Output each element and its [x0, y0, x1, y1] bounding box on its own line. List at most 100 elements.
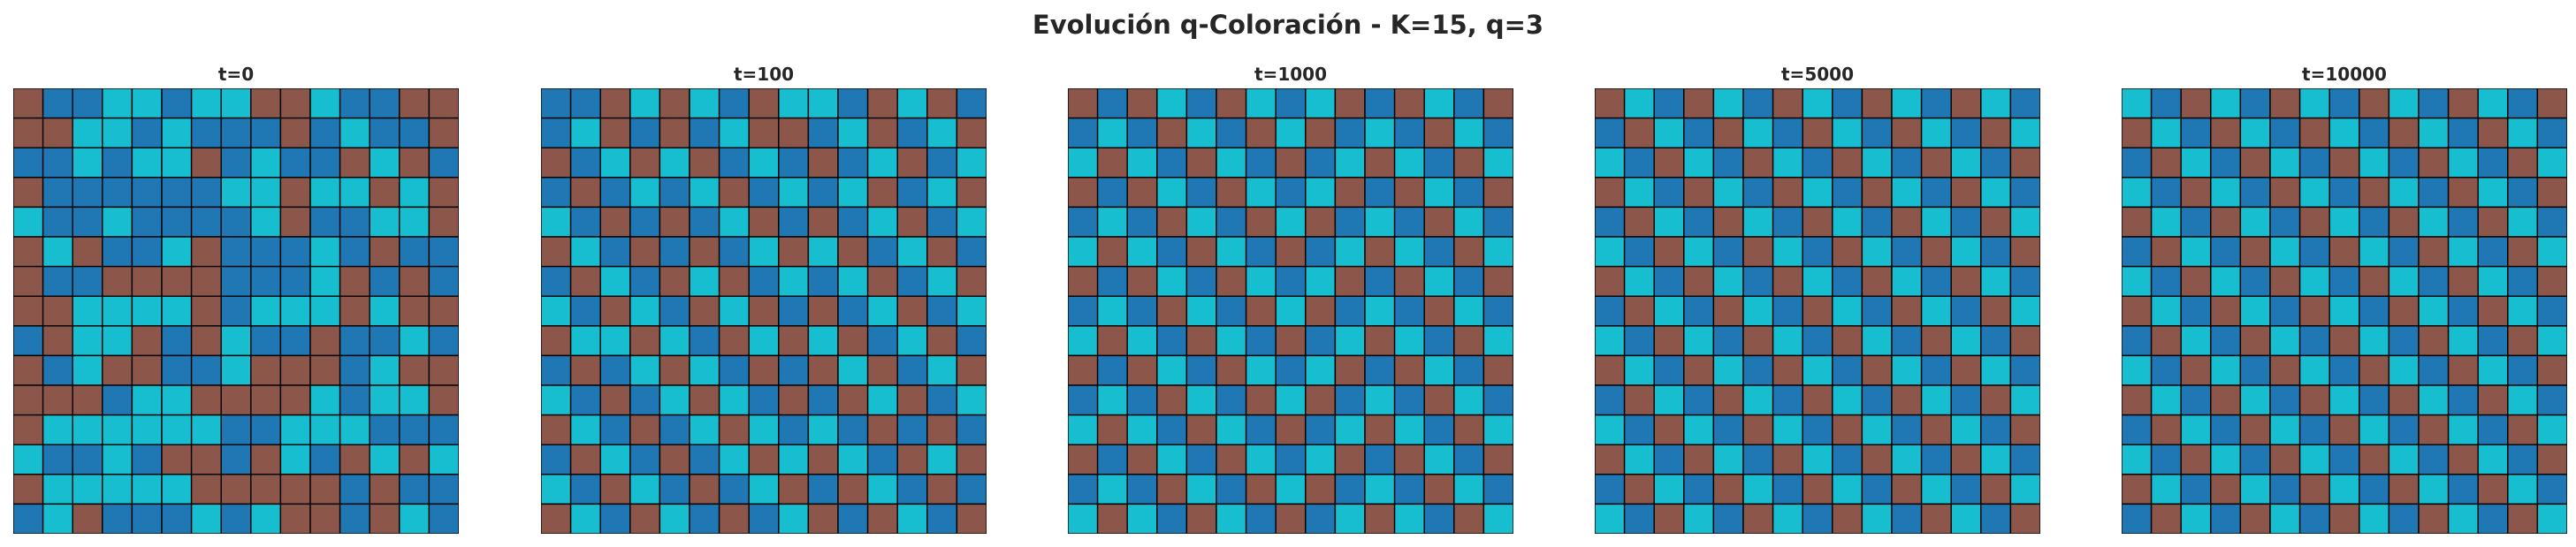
grid-cell	[2536, 384, 2567, 416]
grid-cell	[629, 295, 661, 327]
grid-cell	[926, 503, 958, 534]
grid-cell	[1423, 354, 1455, 386]
grid-cell	[1156, 325, 1188, 357]
grid-cell	[718, 474, 750, 505]
grid-cell	[2298, 177, 2330, 209]
grid-cell	[190, 384, 222, 416]
grid-cell	[428, 117, 459, 148]
grid-cell	[1423, 88, 1455, 119]
grid-cell	[1920, 474, 1952, 505]
grid-cell	[2536, 177, 2567, 209]
grid-cell	[1653, 206, 1685, 238]
grid-cell	[599, 265, 631, 297]
grid-cell	[718, 414, 750, 445]
grid-cell	[2298, 147, 2330, 179]
grid-cell	[72, 444, 103, 475]
grid-cell	[1980, 177, 2012, 209]
grid-cell	[1595, 265, 1626, 297]
grid-cell	[1068, 177, 1099, 209]
grid-cell	[1832, 177, 1863, 209]
grid-cell	[2536, 474, 2567, 505]
grid-cell	[1334, 384, 1366, 416]
grid-cell	[629, 265, 661, 297]
grid-cell	[629, 177, 661, 209]
grid-cell	[2328, 265, 2360, 297]
grid-cell	[1653, 474, 1685, 505]
grid-cell	[837, 474, 869, 505]
grid-cell	[42, 444, 73, 475]
grid-cell	[837, 236, 869, 268]
grid-cell	[956, 354, 987, 386]
grid-cell	[309, 414, 341, 445]
grid-cell	[1334, 474, 1366, 505]
grid-cell	[2009, 265, 2040, 297]
grid-cell	[2210, 177, 2242, 209]
grid-cell	[1742, 236, 1774, 268]
grid-cell	[926, 295, 958, 327]
grid-cell	[72, 474, 103, 505]
grid-cell	[1305, 177, 1337, 209]
grid-cell	[2009, 295, 2040, 327]
grid-cell	[569, 236, 601, 268]
grid-cell	[1950, 295, 1982, 327]
grid-cell	[718, 444, 750, 475]
grid-cell	[956, 236, 987, 268]
grid-cell	[1712, 265, 1744, 297]
grid-cell	[1126, 414, 1158, 445]
grid-cell	[896, 88, 928, 119]
grid-cell	[2269, 265, 2301, 297]
grid-cell	[2328, 444, 2360, 475]
grid-cell	[250, 177, 282, 209]
grid-cell	[428, 384, 459, 416]
grid-cell	[399, 117, 431, 148]
grid-cell	[190, 295, 222, 327]
grid-cell	[2447, 265, 2479, 297]
grid-cell	[1126, 444, 1158, 475]
grid-cell	[1393, 325, 1425, 357]
grid-cell	[42, 265, 73, 297]
grid-cell	[2477, 88, 2509, 119]
grid-cell	[1216, 88, 1247, 119]
grid-cell	[2328, 147, 2360, 179]
grid-cell	[2359, 474, 2390, 505]
grid-cell	[1772, 474, 1803, 505]
grid-cell	[2180, 88, 2212, 119]
grid-cell	[1742, 325, 1774, 357]
grid-cell	[2418, 295, 2450, 327]
grid-cell	[1712, 236, 1744, 268]
grid-cell	[220, 414, 252, 445]
grid-cell	[778, 295, 810, 327]
grid-cell	[1772, 444, 1803, 475]
grid-cell	[1891, 384, 1923, 416]
grid-cell	[956, 444, 987, 475]
grid-cell	[428, 88, 459, 119]
grid-cell	[1275, 503, 1307, 534]
grid-cell	[220, 384, 252, 416]
grid-cell	[1245, 236, 1277, 268]
grid-cell	[2536, 147, 2567, 179]
grid-cell	[896, 384, 928, 416]
grid-cell	[629, 117, 661, 148]
grid-cell	[866, 88, 898, 119]
grid-cell	[2447, 474, 2479, 505]
grid-cell	[279, 88, 311, 119]
grid-cell	[1683, 503, 1715, 534]
grid-cell	[2536, 414, 2567, 445]
grid-cell	[1861, 295, 1893, 327]
grid-cell	[2388, 474, 2420, 505]
grid-cell	[309, 503, 341, 534]
grid-cell	[1126, 117, 1158, 148]
grid-cell	[599, 354, 631, 386]
grid-cell	[718, 206, 750, 238]
grid-cell	[2298, 325, 2330, 357]
grid-cell	[1068, 354, 1099, 386]
grid-cell	[1653, 88, 1685, 119]
grid-cell	[659, 88, 690, 119]
grid-cell	[2507, 236, 2539, 268]
grid-cell	[1334, 354, 1366, 386]
grid-cell	[2507, 354, 2539, 386]
grid-cell	[1334, 325, 1366, 357]
grid-cell	[1126, 88, 1158, 119]
grid-cell	[807, 354, 839, 386]
grid-cell	[2239, 236, 2271, 268]
